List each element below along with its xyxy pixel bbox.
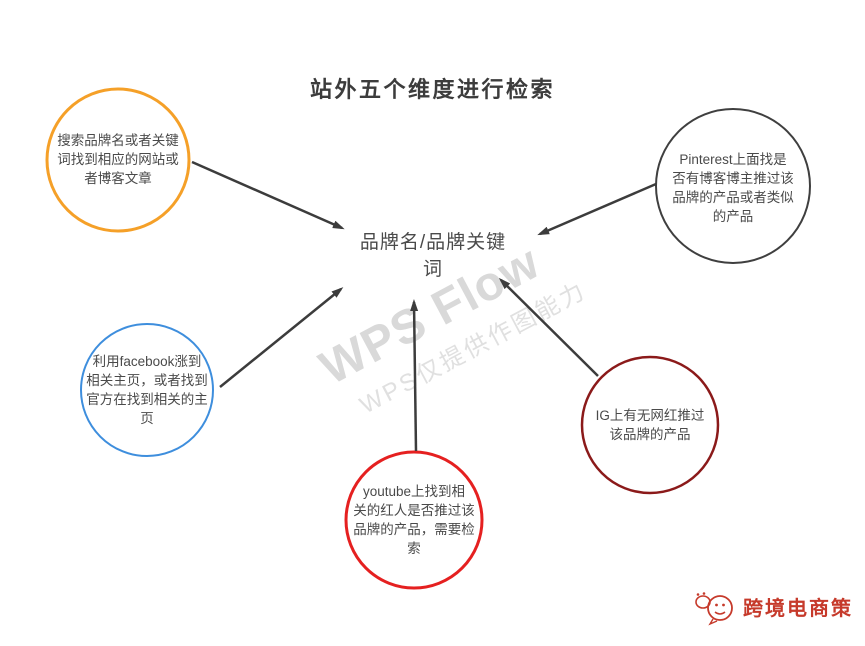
node-circle-facebook bbox=[80, 323, 214, 457]
node-circle-pinterest bbox=[655, 108, 811, 264]
arrow-instagram-to-center bbox=[498, 277, 599, 377]
arrow-pinterest-to-center bbox=[537, 182, 657, 236]
node-circle-web-search bbox=[45, 87, 191, 233]
node-label-facebook: 利用facebook涨到 相关主页，或者找到 官方在找到相关的主 页 bbox=[86, 354, 208, 426]
node-circle-youtube bbox=[344, 450, 484, 590]
brand-mascot-icon bbox=[695, 592, 733, 626]
brand-stamp: 跨境电商策 bbox=[693, 586, 853, 626]
node-label-youtube: youtube上找到相 关的红人是否推过该 品牌的产品，需要检 索 bbox=[353, 484, 475, 556]
arrow-web-search-to-center bbox=[191, 160, 345, 230]
node-label-web-search: 搜索品牌名或者关键 词找到相应的网站或 者博客文章 bbox=[57, 133, 179, 186]
brand-stamp-text: 跨境电商策 bbox=[743, 597, 853, 620]
diagram-title: 站外五个维度进行检索 bbox=[309, 77, 555, 102]
arrow-facebook-to-center bbox=[219, 287, 344, 388]
node-label-instagram: IG上有无网红推过 该品牌的产品 bbox=[595, 408, 705, 442]
center-node-label: 品牌名/品牌关键 词 bbox=[359, 232, 507, 280]
node-label-pinterest: Pinterest上面找是 否有博客博主推过该 品牌的产品或者类似 的产品 bbox=[672, 152, 794, 224]
node-circle-instagram bbox=[580, 355, 720, 495]
arrow-youtube-to-center bbox=[410, 299, 419, 452]
